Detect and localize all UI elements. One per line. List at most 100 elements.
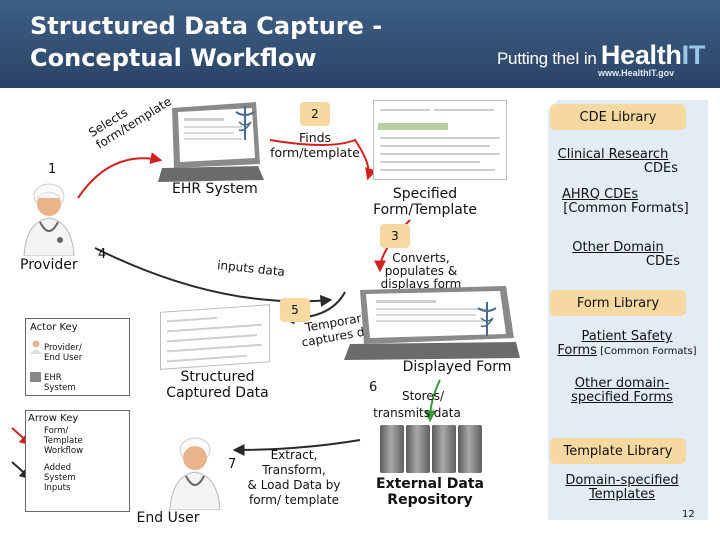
patient-common-formats: [Common Formats] <box>596 346 697 357</box>
extract-line-1: Extract, <box>270 448 318 462</box>
legend-provider-icon <box>30 340 42 354</box>
patient-line-2: Forms [Common Formats] <box>552 344 702 359</box>
legend-form-line-3: Workflow <box>44 446 84 456</box>
provider-icon <box>23 183 75 256</box>
legend-ehr-text: EHR System <box>44 373 76 393</box>
actor-key-title: Actor Key <box>30 322 78 333</box>
legend-added-line-2: System <box>44 473 76 483</box>
clinical-line-2: CDEs <box>643 161 678 176</box>
other-domain-cdes: Other Domain CDEs <box>556 241 680 269</box>
ehr-computer-icon <box>158 102 264 182</box>
title-line-2: Conceptual Workflow <box>30 44 317 72</box>
step-badge-2: 2 <box>300 102 330 126</box>
other-forms-line-1: Other domain- <box>574 376 670 391</box>
external-repo-label: External Data Repository <box>372 476 488 508</box>
extract-label: Extract, Transform, & Load Data by form/… <box>246 448 342 508</box>
caduceus-icon-2 <box>477 302 497 336</box>
patient-line-1: Patient Safety <box>581 329 673 344</box>
finds-line-2: form/template <box>270 145 360 160</box>
legend-added-inputs: Added System Inputs <box>44 463 76 493</box>
domain-tpl-line-2: Templates <box>588 487 656 502</box>
finds-line-1: Finds <box>298 130 332 145</box>
ehr-system-label: EHR System <box>172 181 258 197</box>
stores-line-1: Stores/ <box>401 389 444 403</box>
step-number-6: 6 <box>369 380 378 395</box>
end-user-label: End User <box>136 510 200 526</box>
brand-prefix: Putting the <box>497 49 575 68</box>
displayed-form-computer-icon <box>344 286 520 360</box>
extract-line-4: form/ template <box>248 493 339 507</box>
specified-form-thumbnail <box>373 100 507 180</box>
legend-ehr-line-2: System <box>44 383 76 393</box>
other-domain-line-2: CDEs <box>645 254 680 269</box>
form-library-header: Form Library <box>550 290 686 316</box>
caduceus-icon <box>235 106 255 140</box>
ahrq-cdes: AHRQ CDEs [Common Formats] <box>556 188 696 216</box>
step-number-4: 4 <box>98 247 107 262</box>
specified-label: Specified Form/Template <box>360 186 490 218</box>
arrow-finds <box>269 138 377 181</box>
arrow-selects <box>77 152 163 199</box>
domain-tpl-line-1: Domain-specified <box>565 473 679 488</box>
stores-line-2: transmits data <box>373 406 461 420</box>
extract-line-3: & Load Data by <box>247 478 341 492</box>
server-icon-2 <box>406 425 430 473</box>
server-icon-4 <box>458 425 482 473</box>
clinical-research-cdes: Clinical Research CDEs <box>548 148 678 176</box>
ahrq-line-2: [Common Formats] <box>563 201 689 216</box>
converts-line-3: displays form <box>380 277 462 291</box>
brand-health: Health <box>600 40 682 70</box>
external-line-1: External Data <box>376 476 484 492</box>
brand-in: in <box>579 49 601 68</box>
page-number: 12 <box>682 509 695 520</box>
structured-line-1: Structured <box>180 369 255 385</box>
arrow-key-title: Arrow Key <box>28 413 79 424</box>
specified-line-2: Form/Template <box>373 202 477 218</box>
structured-line-2: Captured Data <box>166 385 269 401</box>
other-forms-line-2: specified Forms <box>571 390 673 405</box>
cde-library-header: CDE Library <box>550 104 686 130</box>
converts-line-2: populates & <box>384 264 458 278</box>
other-domain-forms: Other domain- specified Forms <box>560 377 684 405</box>
header-banner: Structured Data Capture - Conceptual Wor… <box>0 0 720 88</box>
brand-it: IT <box>681 40 706 70</box>
legend-added-line-3: Inputs <box>44 483 71 493</box>
extract-line-2: Transform, <box>262 463 326 477</box>
legend-form-line-1: Form/ <box>44 426 69 436</box>
actor-key-box <box>25 318 130 396</box>
step-badge-3: 3 <box>380 224 410 248</box>
ahrq-line-1: AHRQ CDEs <box>562 187 639 202</box>
legend-form-line-2: Template <box>44 436 83 446</box>
title-line-1: Structured Data Capture - <box>30 12 383 40</box>
page-title: Structured Data Capture - Conceptual Wor… <box>30 10 382 74</box>
legend-provider-text: Provider/ End User <box>44 343 82 363</box>
converts-label: Converts, populates & displays form <box>378 252 464 291</box>
other-domain-line-1: Other Domain <box>572 240 664 255</box>
legend-provider-line-1: Provider/ <box>44 343 82 353</box>
structured-label: Structured Captured Data <box>160 369 275 401</box>
server-icon-1 <box>380 425 404 473</box>
finds-label: Finds form/template <box>270 130 360 160</box>
patient-forms-text: Forms <box>557 343 597 358</box>
template-library-header: Template Library <box>550 438 686 464</box>
clinical-line-1: Clinical Research <box>557 147 669 162</box>
stores-label: Stores/ transmits data <box>372 388 462 422</box>
legend-ehr-line-1: EHR <box>44 373 62 383</box>
specified-line-1: Specified <box>392 186 458 202</box>
step-number-1: 1 <box>48 162 57 177</box>
domain-specified-templates: Domain-specified Templates <box>558 474 686 502</box>
brand-i: I <box>574 49 580 68</box>
patient-safety-forms: Patient Safety Forms [Common Formats] <box>552 330 702 359</box>
healthit-logo: Putting theI in HealthIT <box>497 40 705 71</box>
end-user-icon <box>169 437 221 510</box>
legend-provider-line-2: End User <box>44 353 83 363</box>
legend-added-line-1: Added <box>44 463 72 473</box>
arrow-inputs <box>94 247 333 307</box>
brand-url: www.HealthIT.gov <box>598 68 675 78</box>
server-icon-3 <box>432 425 456 473</box>
arrow-extract <box>232 439 361 456</box>
structured-form-thumbnail <box>160 304 270 370</box>
arrow-key-box <box>25 410 130 512</box>
legend-ehr-icon <box>30 372 41 382</box>
legend-form-workflow: Form/ Template Workflow <box>44 426 83 456</box>
